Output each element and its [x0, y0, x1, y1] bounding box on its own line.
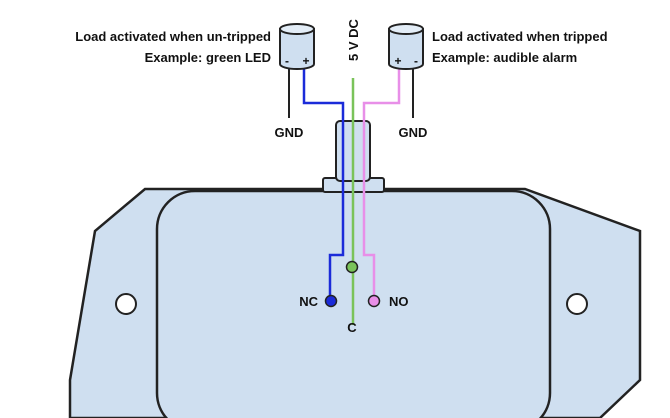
right-load-plus: + [394, 54, 401, 68]
left-load-capacitor-icon: - + [279, 23, 315, 70]
common-terminal-icon [345, 260, 359, 274]
right-load-example: Example: audible alarm [432, 50, 577, 65]
left-load-label: Load activated when un-tripped [75, 29, 271, 44]
left-load-minus: - [285, 54, 289, 68]
common-label: C [347, 320, 357, 335]
left-mounting-hole-icon [115, 293, 137, 315]
right-load-capacitor-icon: + - [388, 23, 424, 70]
left-load-example: Example: green LED [145, 50, 271, 65]
nc-label: NC [299, 294, 318, 309]
right-gnd-label: GND [399, 125, 428, 140]
right-mounting-hole-icon [566, 293, 588, 315]
left-gnd-label: GND [275, 125, 304, 140]
right-load-label: Load activated when tripped [432, 29, 608, 44]
no-wire [362, 68, 401, 300]
left-load-plus: + [302, 54, 309, 68]
no-terminal-icon [367, 294, 381, 308]
nc-wire [302, 68, 345, 300]
right-load-minus: - [414, 54, 418, 68]
nc-terminal-icon [324, 294, 338, 308]
supply-voltage-label: 5 V DC [346, 18, 361, 61]
no-label: NO [389, 294, 409, 309]
